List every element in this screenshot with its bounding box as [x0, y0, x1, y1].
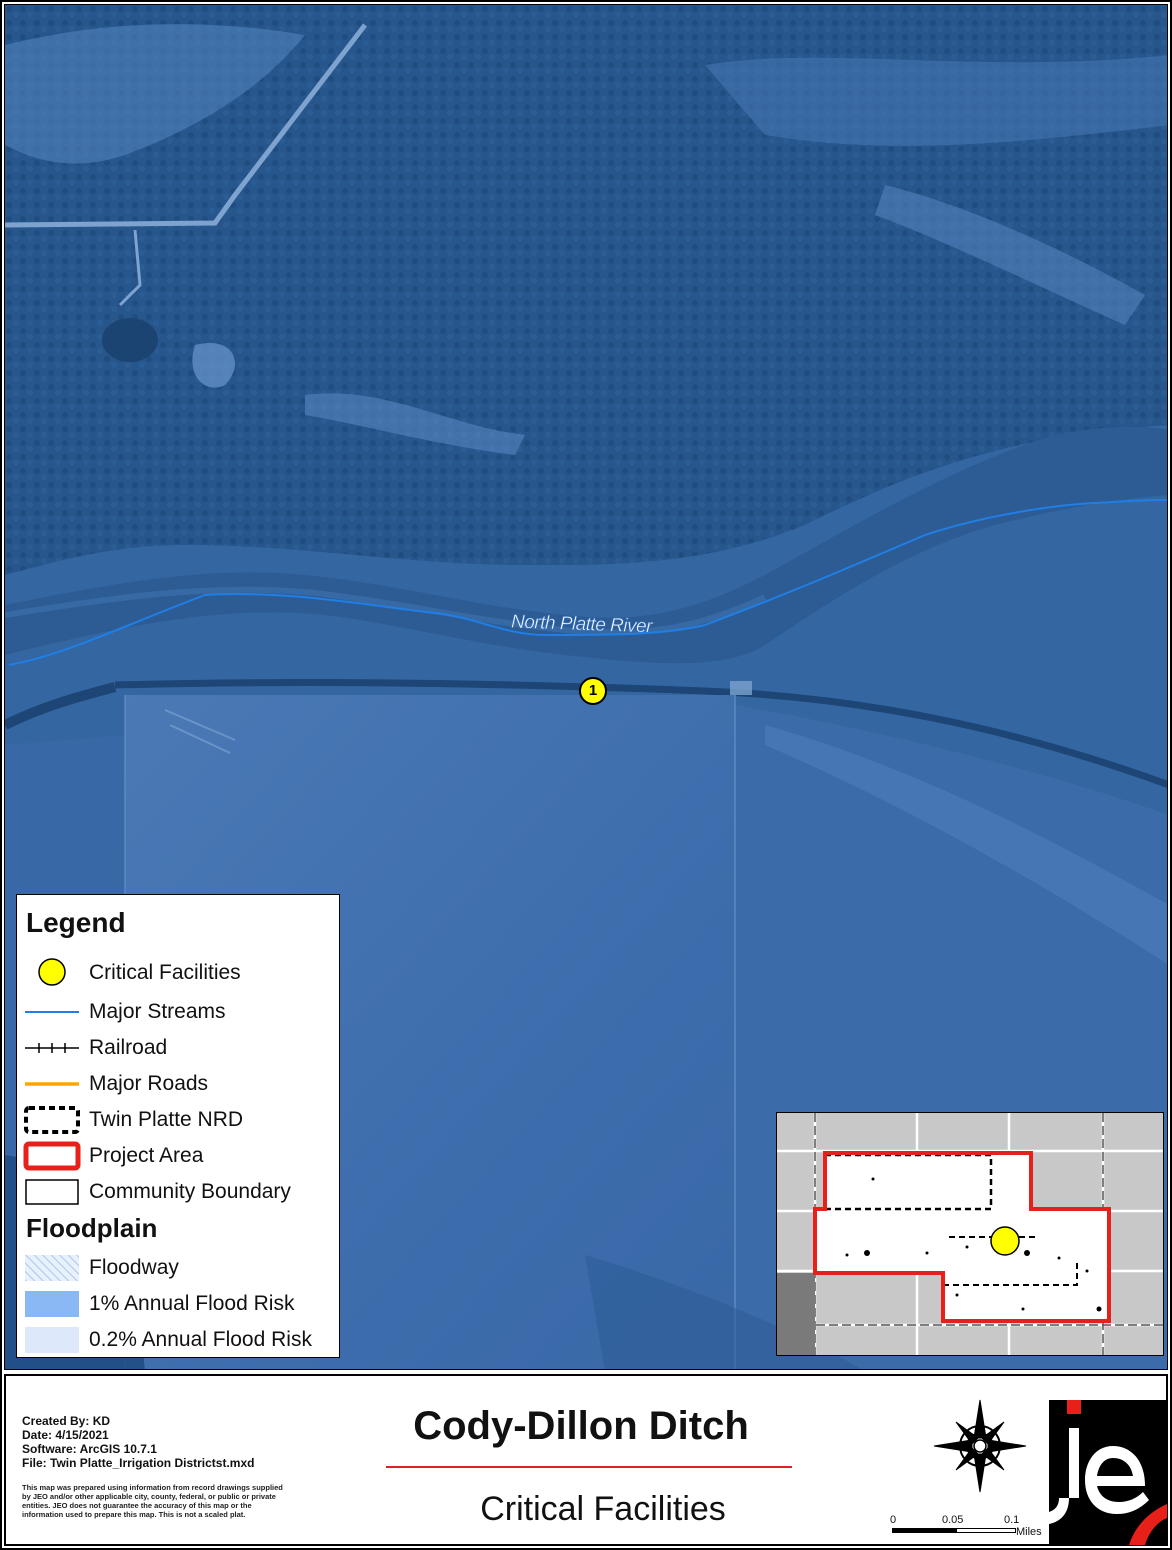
title-block: Created By: KD Date: 4/15/2021 Software:… [4, 1374, 1168, 1546]
legend-label: Floodway [89, 1256, 179, 1279]
legend-item-floodway: Floodway [17, 1253, 339, 1283]
scale-tick-0: 0 [890, 1514, 897, 1526]
disclaimer-text: This map was prepared using information … [22, 1483, 283, 1519]
legend-label: 1% Annual Flood Risk [89, 1292, 295, 1315]
hatched-box-icon [25, 1255, 79, 1281]
legend-title: Legend [26, 907, 126, 938]
map-date: Date: 4/15/2021 [22, 1428, 109, 1442]
critical-facility-marker[interactable]: 1 [579, 677, 607, 705]
community-boundary-box-icon [25, 1179, 79, 1205]
software: Software: ArcGIS 10.7.1 [22, 1442, 157, 1456]
created-by: Created By: KD [22, 1414, 111, 1428]
legend-item-1pct-flood-risk: 1% Annual Flood Risk [17, 1289, 339, 1319]
map-metadata: Created By: KD Date: 4/15/2021 Software:… [22, 1414, 254, 1470]
legend-label: Twin Platte NRD [89, 1108, 244, 1131]
legend-label: 0.2% Annual Flood Risk [89, 1328, 312, 1351]
road-line-icon [25, 1082, 79, 1086]
legend-item-critical-facilities: Critical Facilities [17, 958, 339, 988]
blue-box-icon [25, 1291, 79, 1317]
legend-label: Major Roads [89, 1072, 209, 1095]
map-title: Cody-Dillon Ditch [413, 1404, 749, 1448]
file-name: File: Twin Platte_Irrigation Districtst.… [22, 1456, 255, 1470]
legend-label: Major Streams [89, 1000, 226, 1023]
stream-line-icon [25, 1011, 79, 1013]
legend-item-major-streams: Major Streams [17, 997, 339, 1027]
legend-label: Project Area [89, 1144, 204, 1167]
light-blue-box-icon [25, 1327, 79, 1353]
scale-unit: Miles [1016, 1526, 1042, 1538]
legend-label: Community Boundary [89, 1180, 291, 1203]
floodplain-title: Floodplain [26, 1213, 158, 1243]
project-area-box-icon [23, 1141, 81, 1171]
legend-label: Critical Facilities [89, 961, 241, 984]
scale-tick-1: 0.05 [942, 1514, 964, 1526]
legend-label: Railroad [89, 1036, 168, 1059]
railroad-line-icon [25, 1043, 79, 1053]
scale-bar: 0 0.05 0.1 Miles [884, 1514, 1054, 1544]
legend-item-railroad: Railroad [17, 1033, 339, 1063]
scale-tick-2: 0.1 [1004, 1514, 1020, 1526]
inset-map-graphic [777, 1113, 1163, 1355]
legend-item-project-area: Project Area [17, 1141, 339, 1171]
jeo-logo-mark-icon [1049, 1400, 1167, 1545]
title-divider [386, 1466, 792, 1468]
legend-item-community-boundary: Community Boundary [17, 1177, 339, 1207]
legend: Legend Critical Facilities Major Streams… [16, 894, 340, 1358]
locator-inset-map[interactable] [776, 1112, 1164, 1356]
jeo-logo [1049, 1400, 1167, 1545]
map-subtitle: Critical Facilities [480, 1490, 726, 1528]
yellow-circle-icon [38, 958, 66, 986]
legend-item-02pct-flood-risk: 0.2% Annual Flood Risk [17, 1325, 339, 1355]
legend-item-twin-platte-nrd: Twin Platte NRD [17, 1105, 339, 1135]
dashed-boundary-icon [24, 1106, 80, 1134]
legend-item-major-roads: Major Roads [17, 1069, 339, 1099]
north-arrow-compass-icon [933, 1399, 1027, 1493]
